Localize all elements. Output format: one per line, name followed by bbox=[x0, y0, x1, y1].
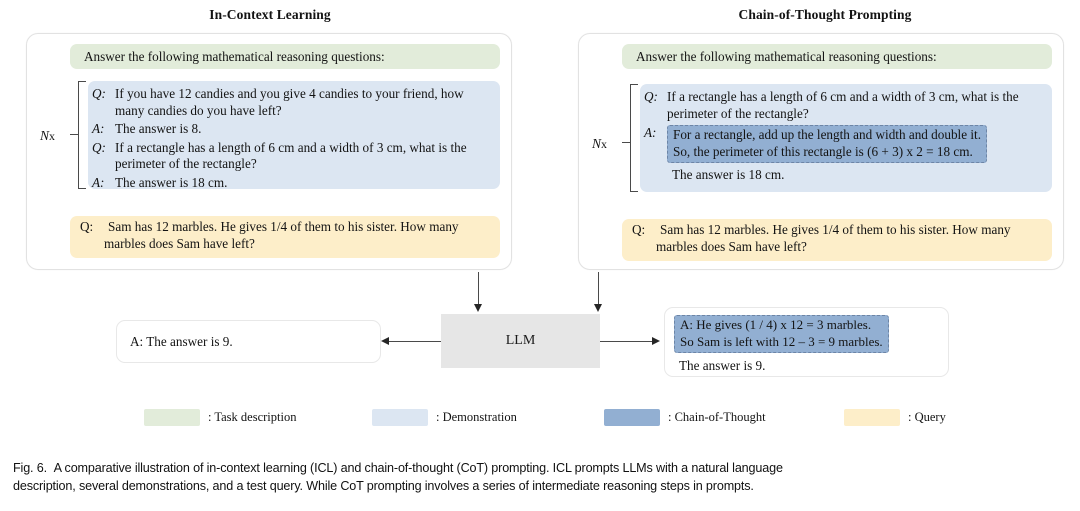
icl-demo-0-answer: A: The answer is 8. bbox=[88, 121, 492, 138]
icl-query-text: Sam has 12 marbles. He gives 1/4 of them… bbox=[104, 219, 459, 251]
legend-item-demonstration: : Demonstration bbox=[372, 409, 517, 426]
icl-demonstration-block: Q: If you have 12 candies and you give 4… bbox=[88, 81, 500, 192]
icl-demo-1-q-label: Q: bbox=[92, 139, 106, 155]
llm-box: LLM bbox=[441, 314, 600, 368]
icl-query-label: Q: bbox=[80, 219, 94, 234]
cot-to-llm-arrowhead bbox=[594, 304, 602, 312]
legend-label-chain-of-thought: : Chain-of-Thought bbox=[668, 410, 766, 424]
cot-demo-q-label: Q: bbox=[644, 89, 658, 104]
legend-item-chain-of-thought: : Chain-of-Thought bbox=[604, 409, 766, 426]
cot-repeat-n: N bbox=[592, 136, 602, 151]
legend-item-task-description: : Task description bbox=[144, 409, 296, 426]
legend-label-task-description: : Task description bbox=[208, 410, 297, 424]
cot-task-description-block: Answer the following mathematical reason… bbox=[622, 44, 1052, 69]
icl-demo-0-q-text: If you have 12 candies and you give 4 ca… bbox=[115, 86, 464, 118]
icl-demo-0-question: Q: If you have 12 candies and you give 4… bbox=[88, 86, 492, 119]
cot-demo-a-label: A: bbox=[644, 125, 657, 140]
cot-query-text: Sam has 12 marbles. He gives 1/4 of them… bbox=[656, 222, 1011, 254]
legend-label-query: : Query bbox=[908, 410, 946, 424]
cot-demonstration-block: Q: If a rectangle has a length of 6 cm a… bbox=[640, 84, 1052, 192]
cot-query-row: Q: Sam has 12 marbles. He gives 1/4 of t… bbox=[622, 222, 1042, 255]
icl-repeat-label: Nx bbox=[40, 128, 55, 144]
figure-caption: Fig. 6. A comparative illustration of in… bbox=[13, 460, 1068, 495]
icl-repeat-bracket-tick bbox=[70, 134, 79, 136]
cot-to-llm-arrow-line bbox=[598, 272, 600, 306]
icl-output-box: A: The answer is 9. bbox=[116, 320, 381, 363]
cot-output-box: A: He gives (1 / 4) x 12 = 3 marbles. So… bbox=[664, 307, 949, 377]
right-column-title: Chain-of-Thought Prompting bbox=[738, 7, 912, 22]
icl-demo-0-a-label: A: bbox=[92, 121, 105, 136]
cot-repeat-bracket-tick bbox=[622, 142, 631, 144]
figure-number: Fig. 6. bbox=[13, 461, 47, 475]
icl-repeat-n: N bbox=[40, 128, 50, 143]
legend-swatch-demonstration bbox=[372, 409, 428, 426]
icl-demo-0-q-label: Q: bbox=[92, 86, 106, 101]
icl-demo-1-q-text: If a rectangle has a length of 6 cm and … bbox=[115, 139, 467, 172]
figure-caption-text-1: A comparative illustration of in-context… bbox=[53, 461, 783, 475]
legend-item-query: : Query bbox=[844, 409, 946, 426]
figure-caption-line-2: description, several demonstrations, and… bbox=[13, 478, 754, 493]
cot-task-description-text: Answer the following mathematical reason… bbox=[636, 49, 937, 64]
legend-swatch-task-description bbox=[144, 409, 200, 426]
cot-repeat-x: x bbox=[601, 137, 608, 151]
cot-repeat-label: Nx bbox=[592, 136, 607, 152]
icl-demo-1-a-label: A: bbox=[92, 174, 105, 190]
cot-repeat-bracket bbox=[630, 84, 638, 192]
cot-output-highlight: A: He gives (1 / 4) x 12 = 3 marbles. So… bbox=[674, 315, 889, 353]
icl-task-description-block: Answer the following mathematical reason… bbox=[70, 44, 500, 69]
cot-reasoning-line-1: For a rectangle, add up the length and w… bbox=[673, 127, 981, 142]
llm-to-icl-output-arrowhead bbox=[381, 337, 389, 345]
legend: : Task description : Demonstration : Cha… bbox=[144, 409, 946, 429]
figure-caption-line-1: Fig. 6. A comparative illustration of in… bbox=[13, 460, 1068, 478]
cot-query-label: Q: bbox=[632, 222, 646, 237]
cot-reasoning-line-2: So, the perimeter of this rectangle is (… bbox=[673, 143, 973, 159]
cot-output-line-2: So Sam is left with 12 – 3 = 9 marbles. bbox=[680, 333, 883, 349]
llm-to-cot-output-line bbox=[600, 341, 652, 343]
legend-swatch-query bbox=[844, 409, 900, 426]
icl-demo-1-answer: A: The answer is 18 cm. bbox=[88, 175, 492, 192]
icl-to-llm-arrowhead bbox=[474, 304, 482, 312]
cot-demo-q-text: If a rectangle has a length of 6 cm and … bbox=[667, 89, 1019, 121]
icl-to-llm-arrow-line bbox=[478, 272, 480, 306]
llm-label: LLM bbox=[505, 333, 536, 348]
cot-demo-a-body: For a rectangle, add up the length and w… bbox=[667, 125, 1044, 184]
icl-demo-1-question: Q: If a rectangle has a length of 6 cm a… bbox=[88, 140, 492, 173]
icl-repeat-x: x bbox=[49, 129, 56, 143]
icl-output-text: A: The answer is 9. bbox=[130, 334, 233, 349]
legend-swatch-chain-of-thought bbox=[604, 409, 660, 426]
icl-task-description-text: Answer the following mathematical reason… bbox=[84, 49, 385, 64]
icl-demo-0-a-text: The answer is 8. bbox=[115, 121, 202, 136]
cot-demo-a-text: The answer is 18 cm. bbox=[672, 167, 785, 182]
cot-output-line-1: A: He gives (1 / 4) x 12 = 3 marbles. bbox=[680, 317, 872, 332]
cot-output-final-text: The answer is 9. bbox=[679, 358, 766, 373]
llm-to-icl-output-line bbox=[389, 341, 441, 343]
left-column-title: In-Context Learning bbox=[209, 7, 331, 22]
cot-demo-answer: A: For a rectangle, add up the length an… bbox=[640, 125, 1044, 184]
cot-demo-question: Q: If a rectangle has a length of 6 cm a… bbox=[640, 89, 1044, 122]
llm-to-cot-output-arrowhead bbox=[652, 337, 660, 345]
icl-demo-1-a-text: The answer is 18 cm. bbox=[115, 174, 228, 190]
icl-query-block: Q: Sam has 12 marbles. He gives 1/4 of t… bbox=[70, 216, 500, 258]
cot-reasoning-highlight: For a rectangle, add up the length and w… bbox=[667, 125, 987, 163]
icl-query-row: Q: Sam has 12 marbles. He gives 1/4 of t… bbox=[70, 219, 490, 252]
legend-label-demonstration: : Demonstration bbox=[436, 410, 517, 424]
icl-repeat-bracket bbox=[78, 81, 86, 189]
cot-query-block: Q: Sam has 12 marbles. He gives 1/4 of t… bbox=[622, 219, 1052, 261]
